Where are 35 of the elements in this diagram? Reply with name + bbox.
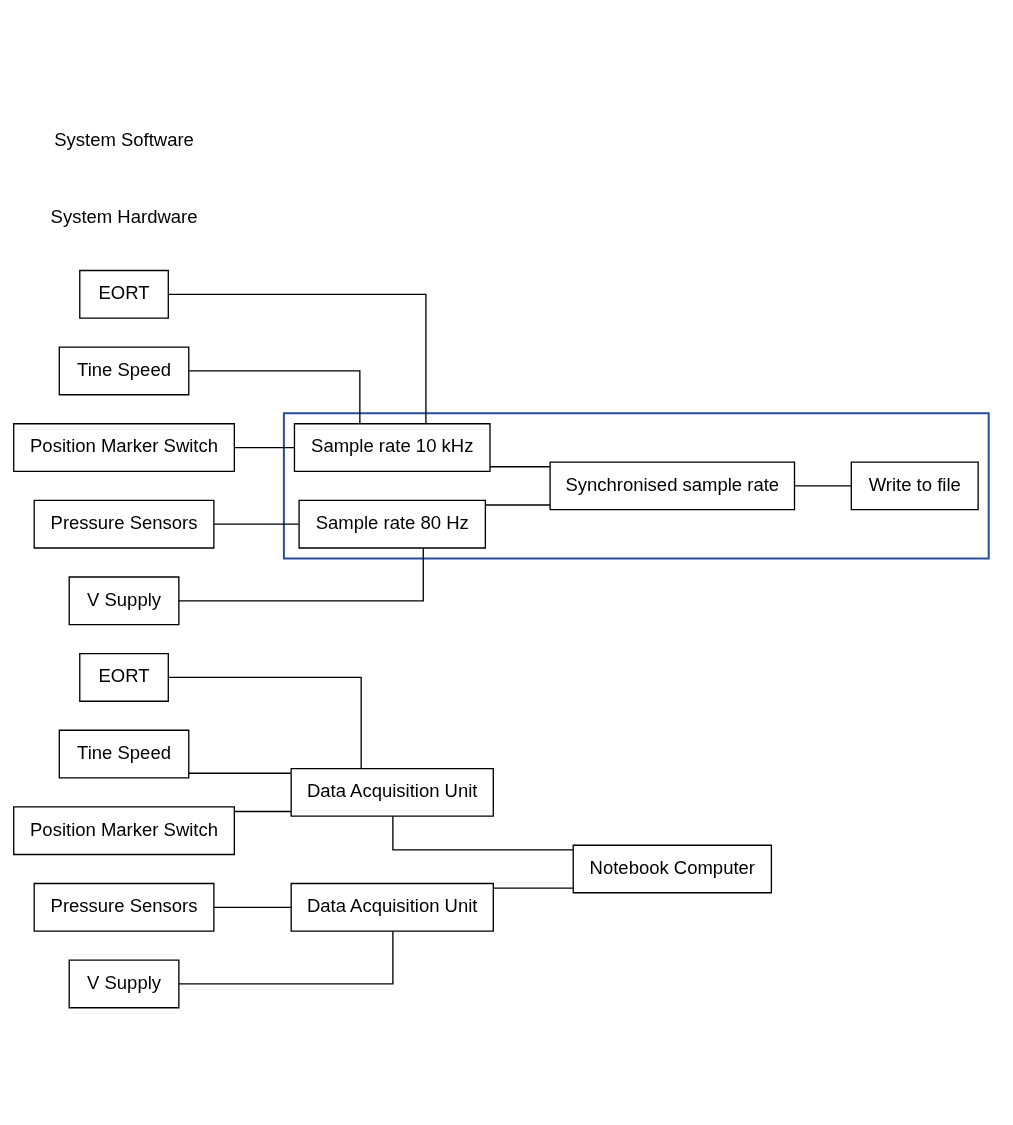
connector [168, 676, 362, 770]
connector [234, 446, 295, 449]
connector [213, 906, 292, 908]
connector [188, 772, 292, 774]
node-box: Position Marker Switch [13, 806, 235, 856]
node-box: Write to file [850, 461, 979, 511]
node-box: Position Marker Switch [13, 423, 235, 472]
node-box: Pressure Sensors [33, 882, 215, 932]
connector [188, 370, 361, 425]
label: System Hardware [50, 205, 198, 227]
node-box: Tine Speed [58, 729, 190, 779]
node-box: EORT [79, 269, 169, 319]
cluster [282, 412, 990, 560]
connector [167, 293, 427, 425]
connector [489, 466, 551, 468]
label: System Software [54, 128, 194, 150]
node-box: V Supply [68, 576, 180, 626]
connector [793, 485, 852, 487]
node-box: Synchronised sample rate [549, 461, 796, 511]
node-box: Data Acquisition Unit [290, 767, 494, 817]
node-box: Pressure Sensors [33, 499, 215, 549]
node-box: Sample rate 10 kHz [293, 423, 491, 472]
connector [178, 930, 394, 985]
connector [178, 547, 424, 602]
node-box: Data Acquisition Unit [290, 882, 494, 932]
node-box: V Supply [68, 959, 180, 1009]
node-box: Sample rate 80 Hz [298, 499, 487, 549]
node-box: Tine Speed [58, 346, 190, 396]
connector [492, 887, 574, 889]
node-box: Notebook Computer [572, 844, 773, 894]
connector [484, 504, 551, 506]
connector [234, 810, 292, 813]
connector [392, 815, 574, 851]
connector [213, 523, 300, 525]
node-box: EORT [79, 653, 169, 702]
